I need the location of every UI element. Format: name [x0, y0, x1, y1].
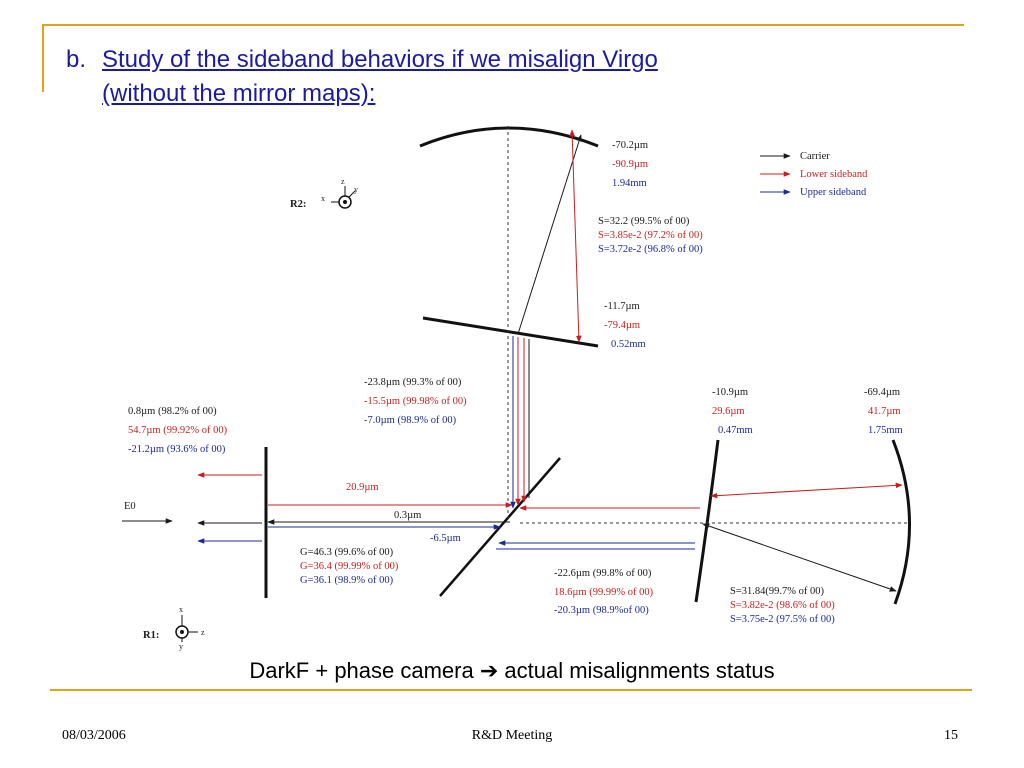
caption: DarkF + phase camera ➔ actual misalignme…: [0, 658, 1024, 684]
footer-page-number: 15: [944, 728, 958, 743]
bs-horizontal-lower: 18.6µm (99.99% of 00): [554, 587, 654, 598]
caption-text-start: DarkF + phase camera: [249, 658, 480, 683]
optical-diagram: Carrier Lower sideband Upper sideband R2…: [122, 126, 911, 651]
r1-axis-dot: [180, 630, 184, 634]
input-e0-label: E0: [124, 501, 136, 512]
r2-cavity-lower-arrow: [569, 129, 582, 343]
arm-cavity-carrier-arrow: [702, 523, 897, 592]
left-beam-carrier: 0.8µm (98.2% of 00): [128, 406, 217, 417]
accent-vertical-line: [42, 24, 44, 92]
gain-upper: G=36.1 (98.9% of 00): [300, 575, 394, 586]
r1-label: R1:: [143, 630, 159, 641]
r2-s-carrier: S=32.2 (99.5% of 00): [598, 216, 690, 227]
nw-mirror-lower: 29.6µm: [712, 406, 745, 417]
r2-bottom-upper: 0.52mm: [611, 339, 646, 350]
r2-top-upper: 1.94mm: [612, 178, 647, 189]
footer-date: 08/03/2006: [62, 728, 126, 743]
footer-title: R&D Meeting: [471, 728, 553, 743]
bs-horizontal-carrier: -22.6µm (99.8% of 00): [554, 568, 652, 579]
r2-bottom-carrier: -11.7µm: [604, 301, 640, 312]
r2-axis-y-line: [348, 190, 356, 198]
bs-vertical-upper: -7.0µm (98.9% of 00): [364, 415, 457, 426]
title-line-2: (without the mirror maps):: [102, 80, 376, 107]
arm-end-mirror: [891, 439, 911, 605]
bs-horizontal-upper: -20.3µm (98.9%of 00): [554, 605, 649, 616]
legend-upper-label: Upper sideband: [800, 187, 867, 198]
ne-mirror-carrier: -69.4µm: [864, 387, 900, 398]
r2-label: R2:: [290, 199, 306, 210]
legend-lower-label: Lower sideband: [800, 169, 868, 180]
prm-upper-value: -6.5µm: [430, 533, 461, 544]
r2-flat-mirror: [422, 316, 599, 348]
r2-bottom-lower: -79.4µm: [604, 320, 640, 331]
r2-cavity-carrier-arrow: [517, 134, 582, 335]
legend-carrier-label: Carrier: [800, 151, 830, 162]
nw-mirror-upper: 0.47mm: [718, 425, 753, 436]
caption-text-end: actual misalignments status: [498, 658, 775, 683]
nw-mirror-carrier: -10.9µm: [712, 387, 748, 398]
caption-arrow-icon: ➔: [479, 658, 499, 683]
accent-top-line: [42, 24, 964, 26]
r2-s-upper: S=3.72e-2 (96.8% of 00): [598, 244, 703, 255]
r2-s-lower: S=3.85e-2 (97.2% of 00): [598, 230, 703, 241]
arm-s-lower: S=3.82e-2 (98.6% of 00): [730, 600, 835, 611]
gain-carrier: G=46.3 (99.6% of 00): [300, 547, 394, 558]
left-beam-upper: -21.2µm (93.6% of 00): [128, 444, 226, 455]
r2-curved-mirror: [419, 126, 599, 148]
prm-lower-value: 20.9µm: [346, 482, 379, 493]
bs-vertical-lower: -15.5µm (99.98% of 00): [364, 396, 467, 407]
ne-mirror-lower: 41.7µm: [868, 406, 901, 417]
r1-axis-y-label: y: [179, 642, 183, 651]
r2-axis-y-label: y: [354, 185, 358, 194]
r1-axis-x-label: x: [179, 605, 183, 614]
arm-s-upper: S=3.75e-2 (97.5% of 00): [730, 614, 835, 625]
r1-axis-z-label: z: [201, 628, 205, 637]
r2-axis-z-label: z: [341, 177, 345, 186]
arm-cavity-lower-arrow: [710, 482, 903, 499]
title-number: b.: [66, 46, 87, 73]
gain-lower: G=36.4 (99.99% of 00): [300, 561, 399, 572]
title-line-1: Study of the sideband behaviors if we mi…: [102, 46, 658, 73]
arm-s-carrier: S=31.84(99.7% of 00): [730, 586, 825, 597]
r2-axis-x-label: x: [321, 194, 325, 203]
left-beam-lower: 54.7µm (99.92% of 00): [128, 425, 228, 436]
r2-axis-dot: [343, 200, 347, 204]
prm-carrier-value: 0.3µm: [394, 510, 421, 521]
arm-input-mirror: [694, 439, 720, 603]
ne-mirror-upper: 1.75mm: [868, 425, 903, 436]
bs-vertical-carrier: -23.8µm (99.3% of 00): [364, 377, 462, 388]
accent-bottom-line: [50, 689, 972, 691]
r2-top-carrier: -70.2µm: [612, 140, 648, 151]
r2-top-lower: -90.9µm: [612, 159, 648, 170]
